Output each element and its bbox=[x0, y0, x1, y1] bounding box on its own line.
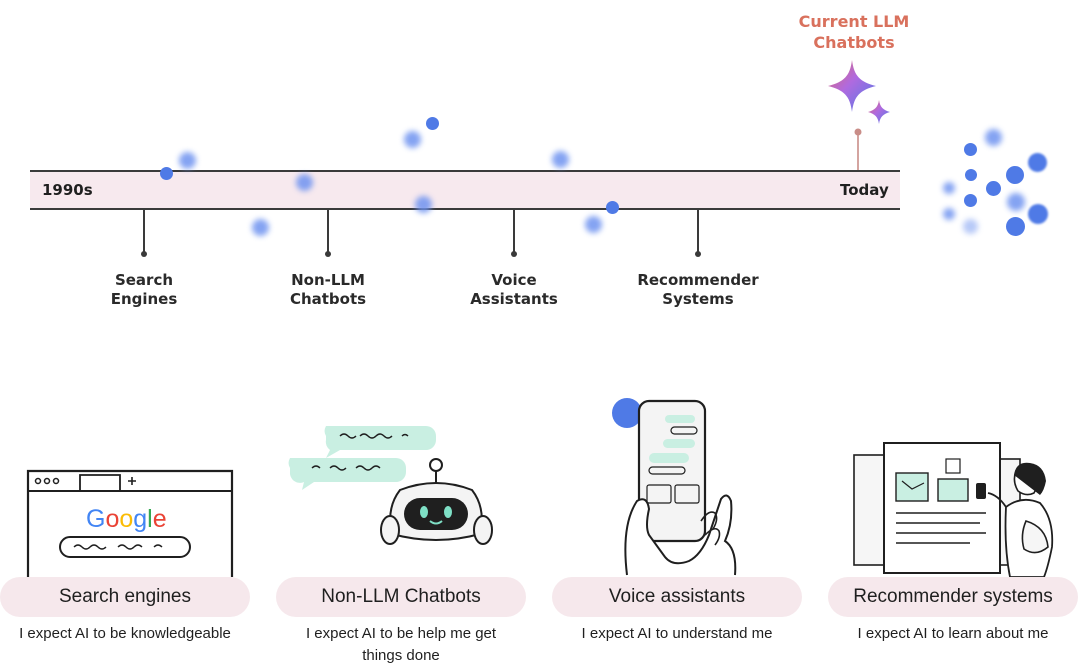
caption-line1: I expect AI to be help me get bbox=[305, 625, 497, 642]
timeline-start-label: 1990s bbox=[42, 181, 93, 199]
milestone-search-engines: Search Engines bbox=[69, 271, 219, 309]
assistant-dots-icon bbox=[612, 398, 642, 428]
decorative-dot bbox=[986, 181, 1001, 196]
milestone-tick-dot bbox=[511, 251, 517, 257]
decorative-dot bbox=[943, 182, 955, 194]
robot-icon bbox=[288, 426, 493, 545]
timeline-band bbox=[30, 170, 900, 210]
decorative-dot bbox=[552, 151, 569, 168]
milestone-label-line2: Chatbots bbox=[289, 290, 367, 308]
caption-line1: I expect AI to be knowledgeable bbox=[19, 625, 231, 642]
milestone-label-line1: Search bbox=[114, 271, 174, 289]
person-with-phone-icon bbox=[976, 462, 1054, 578]
card-recommender-systems-title: Recommender systems bbox=[828, 577, 1078, 617]
card-search-engines-caption: I expect AI to be knowledgeable bbox=[0, 623, 260, 645]
card-title: Recommender systems bbox=[853, 586, 1053, 607]
decorative-dot bbox=[1006, 166, 1024, 184]
caption-line1: I expect AI to learn about me bbox=[857, 625, 1049, 642]
decorative-dot bbox=[415, 196, 432, 213]
milestone-label-line2: Systems bbox=[662, 290, 734, 308]
milestone-tick bbox=[513, 210, 515, 254]
milestone-non-llm-chatbots: Non-LLM Chatbots bbox=[253, 271, 403, 309]
decorative-dot bbox=[1007, 193, 1025, 211]
card-voice-assistants-title: Voice assistants bbox=[552, 577, 802, 617]
decorative-dot bbox=[160, 167, 173, 180]
decorative-dot bbox=[943, 208, 955, 220]
milestone-tick bbox=[327, 210, 329, 254]
current-llm-label: Current LLM Chatbots bbox=[784, 11, 924, 53]
card-recommender-systems-caption: I expect AI to learn about me bbox=[818, 623, 1080, 645]
milestone-tick bbox=[143, 210, 145, 254]
browser-window-icon bbox=[26, 469, 234, 577]
card-non-llm-chatbots-caption: I expect AI to be help me get things don… bbox=[266, 623, 536, 667]
google-logo: Google bbox=[86, 505, 167, 534]
caption-line1: I expect AI to understand me bbox=[581, 625, 773, 642]
milestone-label-line1: Recommender bbox=[637, 271, 759, 289]
card-search-engines-title: Search engines bbox=[0, 577, 250, 617]
milestone-label-line1: Non-LLM bbox=[291, 271, 365, 289]
phone-icon bbox=[612, 398, 737, 576]
decorative-dot bbox=[179, 152, 196, 169]
decorative-dot bbox=[404, 131, 421, 148]
decorative-dot bbox=[426, 117, 439, 130]
card-voice-assistants-caption: I expect AI to understand me bbox=[542, 623, 812, 645]
decorative-dot bbox=[606, 201, 619, 214]
milestone-voice-assistants: Voice Assistants bbox=[439, 271, 589, 309]
card-title: Voice assistants bbox=[608, 586, 746, 607]
card-title: Non-LLM Chatbots bbox=[321, 586, 481, 607]
decorative-dot bbox=[985, 129, 1002, 146]
milestone-label-line1: Voice bbox=[491, 271, 537, 289]
milestone-label-line2: Assistants bbox=[470, 290, 558, 308]
google-logo-text: Google bbox=[86, 505, 167, 533]
timeline-bottom-line bbox=[30, 208, 900, 210]
decorative-dot bbox=[1028, 204, 1048, 224]
milestone-recommender-systems: Recommender Systems bbox=[623, 271, 773, 309]
decorative-dot bbox=[1006, 217, 1025, 236]
decorative-dot bbox=[1028, 153, 1047, 172]
decorative-dot bbox=[963, 219, 978, 234]
decorative-dot bbox=[964, 143, 977, 156]
card-non-llm-chatbots-title: Non-LLM Chatbots bbox=[276, 577, 526, 617]
decorative-dot bbox=[585, 216, 602, 233]
timeline-top-line bbox=[30, 170, 900, 172]
current-label-line1: Current LLM bbox=[798, 12, 910, 31]
card-title: Search engines bbox=[58, 586, 192, 607]
decorative-dot bbox=[965, 169, 977, 181]
milestone-tick bbox=[697, 210, 699, 254]
decorative-dot bbox=[296, 174, 313, 191]
current-label-line2: Chatbots bbox=[813, 33, 895, 52]
decorative-dot bbox=[964, 194, 977, 207]
sparkle-icon bbox=[828, 60, 890, 170]
milestone-tick-dot bbox=[141, 251, 147, 257]
decorative-dot bbox=[252, 219, 269, 236]
caption-line2: things done bbox=[362, 647, 440, 664]
timeline-end-label: Today bbox=[840, 181, 889, 199]
milestone-tick-dot bbox=[325, 251, 331, 257]
milestone-label-line2: Engines bbox=[110, 290, 178, 308]
newspaper-icon bbox=[853, 442, 1054, 578]
milestone-tick-dot bbox=[695, 251, 701, 257]
